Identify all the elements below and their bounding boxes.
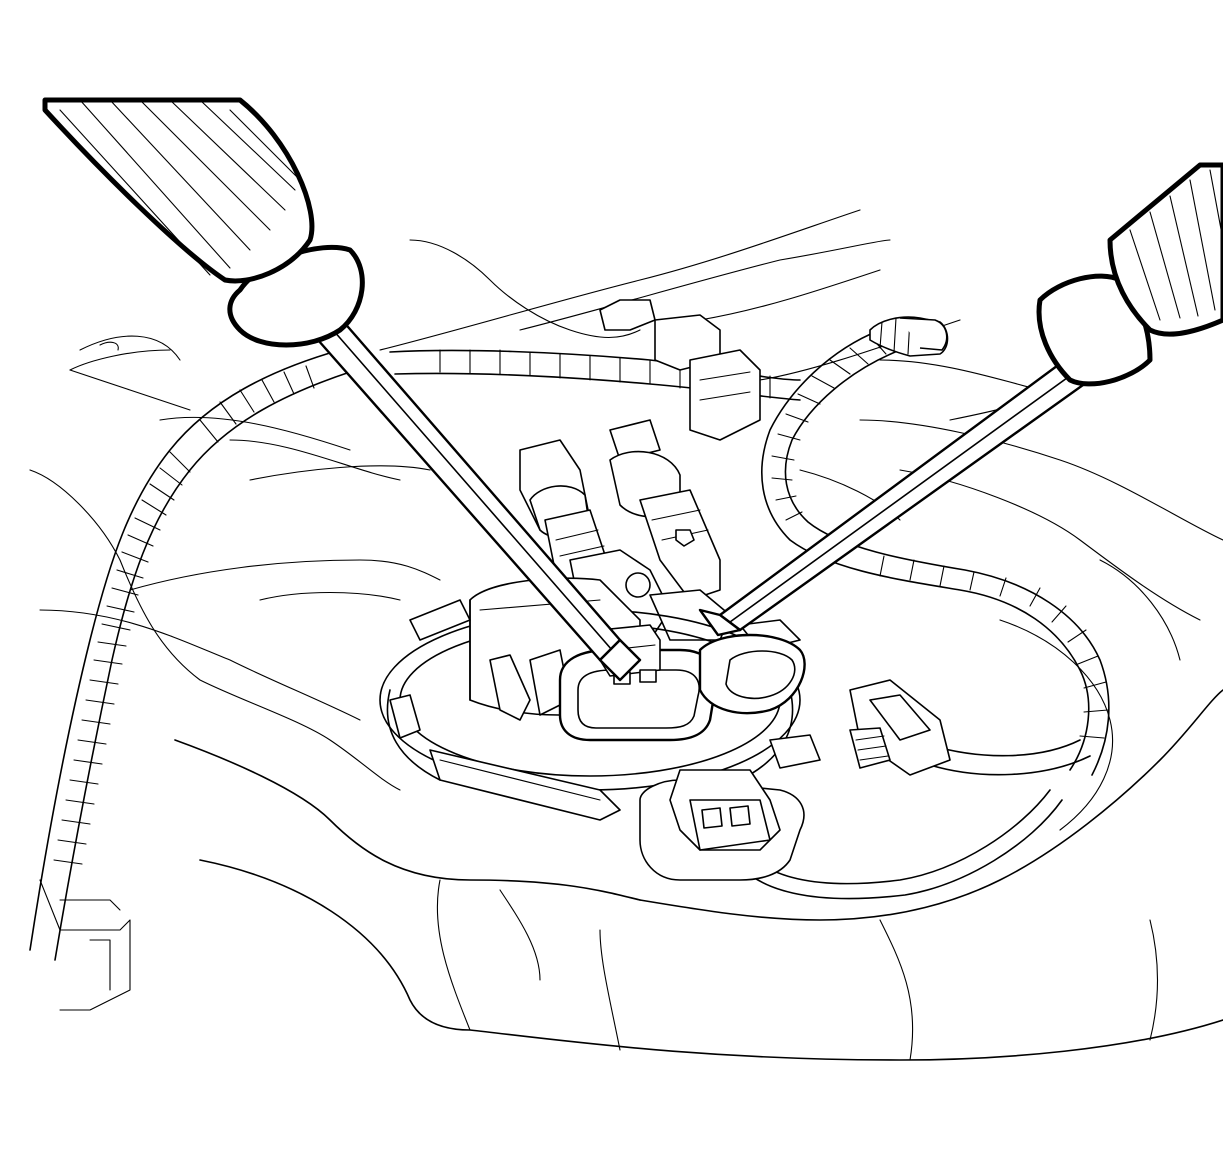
electrical-connector: [558, 624, 806, 742]
wiring-harness-conduit: [29, 316, 1110, 961]
harness-clip: [599, 299, 948, 441]
front-connector: [639, 769, 805, 881]
screwdriver-right: [698, 162, 1223, 637]
side-connector: [849, 679, 951, 776]
fuel-tank: [29, 209, 1223, 1061]
screwdriver-left: [42, 97, 642, 682]
